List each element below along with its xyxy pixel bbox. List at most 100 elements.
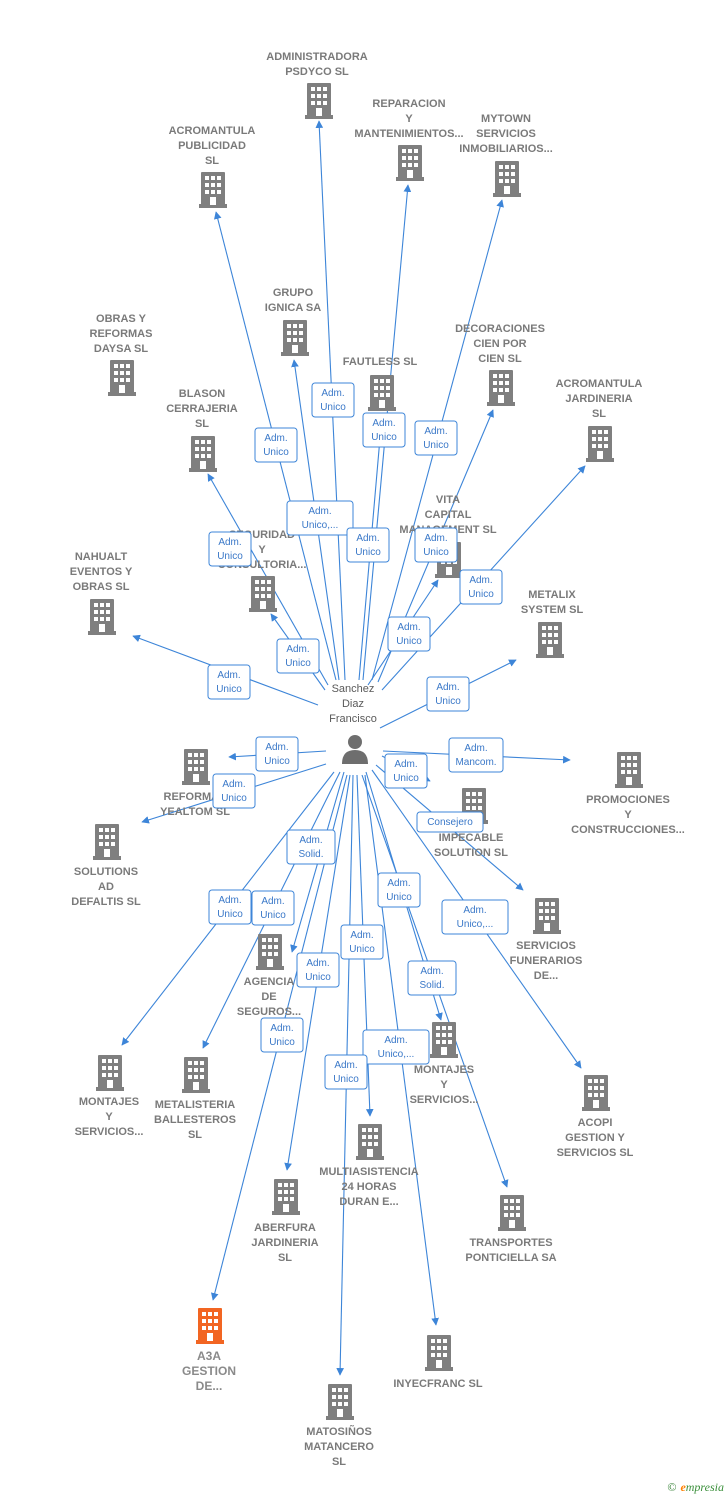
edge-role-label[interactable]: Adm.Unico,... (362, 1029, 430, 1065)
edge-role-label[interactable]: Adm.Unico (414, 420, 458, 456)
edge-role-text: Unico (396, 636, 422, 647)
company-name-line: REFORMAS (90, 328, 153, 340)
edge-role-text: Unico,... (457, 919, 494, 930)
company-name-line: ACROMANTULA (556, 378, 643, 390)
building-icon (305, 83, 333, 119)
edge-role-label[interactable]: Adm.Unico (324, 1054, 368, 1090)
company-name-line: FUNERARIOS (510, 955, 583, 967)
edge-role-label[interactable]: Adm.Unico (251, 890, 295, 926)
company-name-line: SL (332, 1456, 346, 1468)
company-node[interactable]: FAUTLESS SL (343, 356, 418, 411)
edge-role-label[interactable]: Adm.Unico (426, 676, 470, 712)
company-name-line: INMOBILIARIOS... (459, 143, 553, 155)
company-node[interactable]: MONTAJESYSERVICIOS... (75, 1055, 144, 1138)
edge-role-label[interactable]: Adm.Unico (346, 527, 390, 563)
edge-role-label[interactable]: Adm.Solid. (286, 829, 336, 865)
company-name-line: REFORMAS (164, 791, 227, 803)
company-node[interactable]: MYTOWNSERVICIOSINMOBILIARIOS... (459, 113, 553, 197)
company-name-line: SL (188, 1129, 202, 1141)
edge-role-text: Adm. (397, 622, 420, 633)
company-name-line: DEFALTIS SL (71, 896, 141, 908)
edge-role-text: Adm. (270, 1023, 293, 1034)
company-name-line: MATOSIÑOS (306, 1425, 372, 1438)
edge-role-label[interactable]: Adm.Unico (255, 736, 299, 772)
building-icon (108, 360, 136, 396)
edge-role-text: Unico (333, 1074, 359, 1085)
company-name-line: SL (592, 408, 606, 420)
edge-role-text: Adm. (222, 779, 245, 790)
company-name-line: CERRAJERIA (166, 403, 238, 415)
edge-role-label[interactable]: Adm.Unico (276, 638, 320, 674)
edge-role-label[interactable]: Adm.Unico (208, 531, 252, 567)
edge-role-text: Unico (435, 696, 461, 707)
company-node[interactable]: MONTAJESYSERVICIOS... (410, 1022, 479, 1106)
edge-role-label[interactable]: Adm.Unico (208, 889, 252, 925)
company-name-line: FAUTLESS SL (343, 356, 418, 368)
building-icon (582, 1075, 610, 1111)
building-icon (182, 749, 210, 785)
company-node[interactable]: A3AGESTIONDE... (182, 1308, 236, 1393)
edge-role-label[interactable]: Adm.Unico (414, 527, 458, 563)
company-node[interactable]: PROMOCIONESYCONSTRUCCIONES... (571, 752, 685, 836)
edge-role-label[interactable]: Adm.Unico,... (286, 500, 354, 536)
edge-role-text: Unico,... (378, 1049, 415, 1060)
edge-role-text: Adm. (306, 958, 329, 969)
edge-role-label[interactable]: Consejero (416, 811, 484, 833)
edge-role-label[interactable]: Adm.Unico (260, 1017, 304, 1053)
edge-role-label[interactable]: Adm.Unico (296, 952, 340, 988)
edge-role-text: Adm. (463, 905, 486, 916)
edge-role-label[interactable]: Adm.Solid. (407, 960, 457, 996)
edge-role-label[interactable]: Adm.Unico (384, 753, 428, 789)
edge-role-label[interactable]: Adm.Unico (207, 664, 251, 700)
edge-role-label[interactable]: Adm.Unico (311, 382, 355, 418)
company-name-line: MANTENIMIENTOS... (354, 128, 463, 140)
company-node[interactable]: SERVICIOSFUNERARIOSDE... (510, 898, 583, 982)
company-node[interactable]: REPARACIONYMANTENIMIENTOS... (354, 98, 464, 181)
edge-role-label[interactable]: Adm.Unico (362, 412, 406, 448)
edge-role-text: Unico (423, 547, 449, 558)
company-name-line: PROMOCIONES (586, 794, 670, 806)
edge-role-text: Unico,... (302, 520, 339, 531)
edge-role-label[interactable]: Adm.Unico (377, 872, 421, 908)
edge-role-label[interactable]: Adm.Unico (212, 773, 256, 809)
edge-role-label[interactable]: Adm.Mancom. (448, 737, 504, 773)
edge-role-label[interactable]: Adm. Unico,... (441, 899, 509, 935)
company-name-line: DE (261, 991, 276, 1003)
company-name-line: JARDINERIA (251, 1237, 318, 1249)
edge-role-label[interactable]: Adm.Unico (459, 569, 503, 605)
company-name-line: CONSTRUCCIONES... (571, 824, 685, 836)
brand-name: mpresia (685, 1480, 724, 1494)
edge-role-label[interactable]: Adm.Unico (340, 924, 384, 960)
company-node[interactable]: INYECFRANC SL (393, 1335, 483, 1390)
company-name-line: Y (440, 1079, 448, 1091)
building-icon (498, 1195, 526, 1231)
company-name-line: SL (195, 418, 209, 430)
company-node[interactable]: AGENCIADESEGUROS... (237, 934, 301, 1018)
building-icon (256, 934, 284, 970)
edge-role-label[interactable]: Adm. Unico (387, 616, 431, 652)
company-name-line: ADMINISTRADORA (266, 51, 367, 63)
edge-role-label[interactable]: Adm.Unico (254, 427, 298, 463)
person-icon (342, 735, 368, 764)
building-icon (430, 1022, 458, 1058)
